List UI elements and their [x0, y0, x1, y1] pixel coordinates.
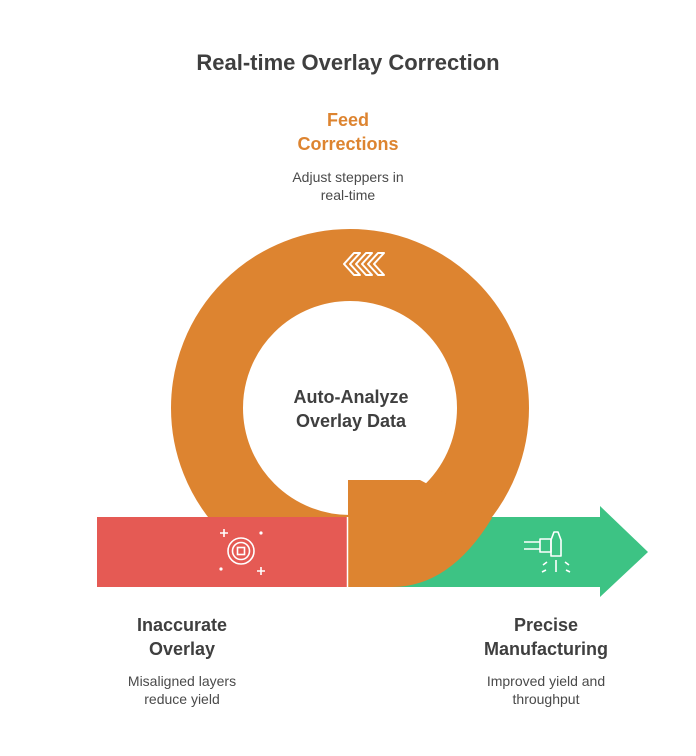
- precise-manufacturing-title: Precise Manufacturing: [484, 615, 608, 659]
- precise-manufacturing-description: Improved yield and throughput: [486, 673, 606, 707]
- auto-analyze-label: Auto-Analyze Overlay Data: [293, 387, 409, 431]
- inaccurate-overlay-description: Misaligned layers reduce yield: [127, 673, 237, 707]
- inaccurate-overlay-title: Inaccurate Overlay: [136, 615, 228, 659]
- laser-icon: [524, 531, 571, 573]
- feed-corrections-title: Feed Corrections: [297, 110, 399, 154]
- ring-tail: [348, 480, 492, 587]
- target-sparkle-icon: [219, 529, 265, 575]
- inaccurate-overlay-bar: [97, 517, 347, 587]
- double-chevron-left-icon: [343, 252, 385, 276]
- feed-corrections-description: Adjust steppers in real-time: [292, 169, 404, 203]
- page-title: Real-time Overlay Correction: [196, 50, 500, 75]
